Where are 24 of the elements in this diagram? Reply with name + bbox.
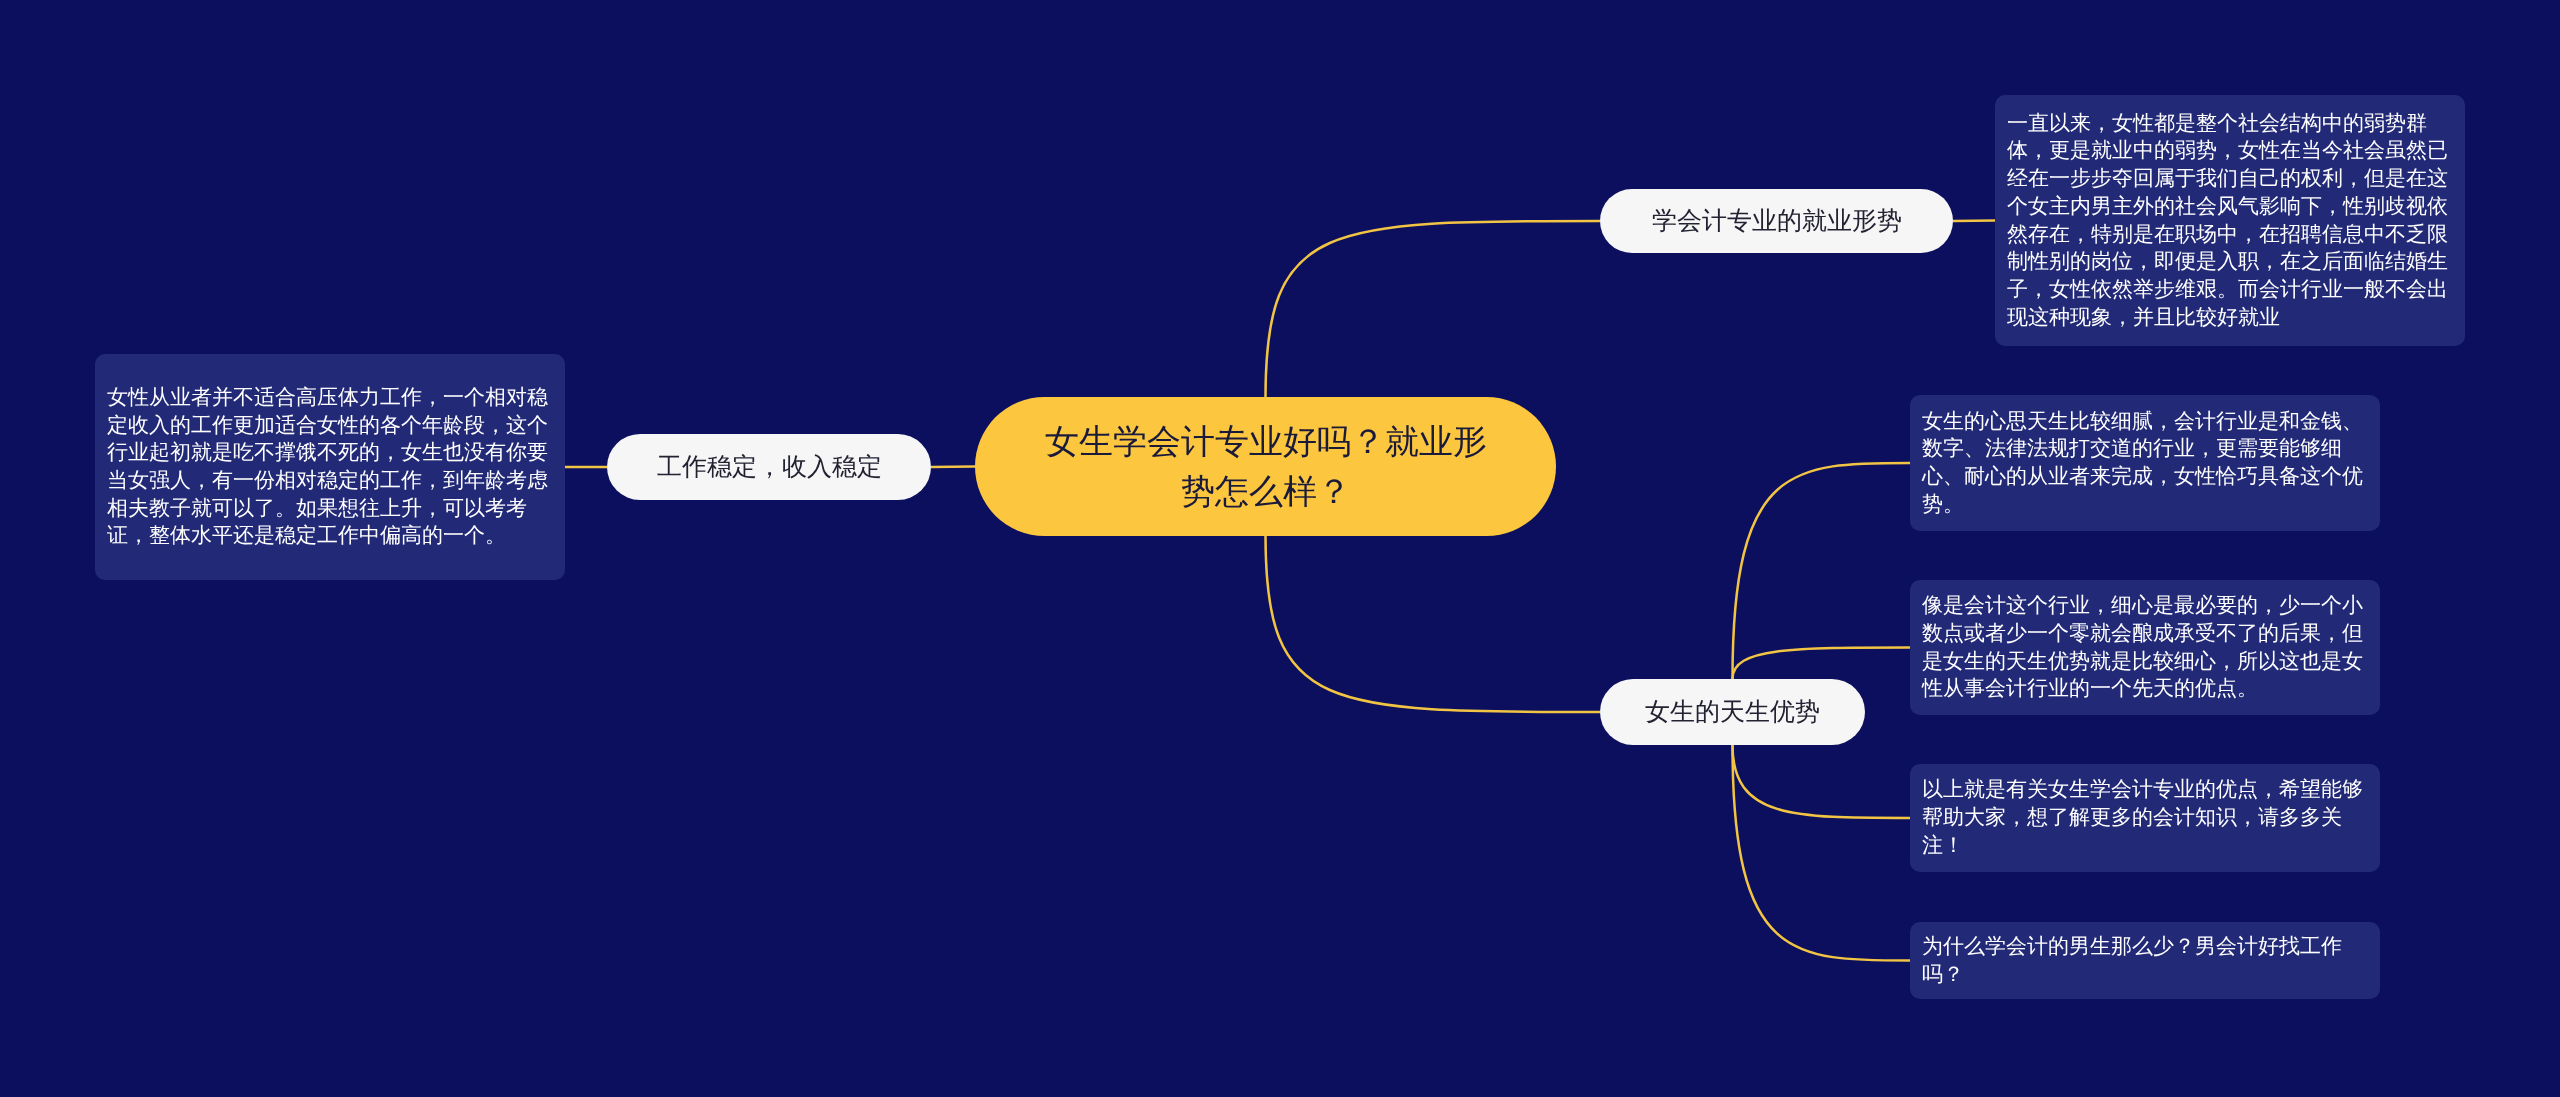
connector-line	[1731, 646, 1910, 680]
connector-line	[1264, 535, 1600, 714]
connector-line	[931, 465, 975, 469]
node-text: 女性从业者并不适合高压体力工作，一个相对稳定收入的工作更加适合女性的各个年龄段，这个行业起初就是吃不撑饿不死的，女生也没有你要当女强人，有一份相对稳定的工作，到年龄考虑相夫教子就可以了。如果想往上升，可以考考证，整体水平还是稳定工作中偏高的一个。	[107, 384, 549, 550]
connector-line	[1264, 219, 1600, 398]
connector-line	[1731, 461, 1910, 680]
node-text: 工作稳定，收入稳定	[655, 451, 883, 484]
connector-line	[1731, 744, 1910, 962]
node-text: 像是会计这个行业，细心是最必要的，少一个小数点或者少一个零就会酿成承受不了的后果，但是女生的天生优势就是比较细心，所以这也是女性从事会计行业的一个先天的优点。	[1922, 592, 2364, 703]
detail-note	[95, 354, 565, 580]
detail-note	[1910, 922, 2380, 999]
node-text: 女生的天生优势	[1644, 696, 1821, 729]
connector-line	[1953, 219, 1995, 223]
node-text: 为什么学会计的男生那么少？男会计好找工作吗？	[1922, 932, 2343, 988]
detail-note	[1910, 580, 2380, 715]
node-text: 女生学会计专业好吗？就业形势怎么样？	[1043, 420, 1488, 513]
detail-note	[1995, 95, 2465, 346]
node-text: 女生的心思天生比较细腻，会计行业是和金钱、数字、法律法规打交道的行业，更需要能够细心、耐心的从业者来完成，女性恰巧具备这个优势。	[1922, 407, 2364, 518]
node-text: 以上就是有关女生学会计专业的优点，希望能够帮助大家，想了解更多的会计知识，请多多关注！	[1922, 776, 2364, 859]
connector-line	[565, 465, 607, 469]
detail-note	[1910, 764, 2380, 872]
node-text: 学会计专业的就业形势	[1650, 205, 1903, 238]
node-text: 一直以来，女性都是整个社会结构中的弱势群体，更是就业中的弱势，女性在当今社会虽然已经在一步步夺回属于我们自己的权利，但是在这个女主内男主外的社会风气影响下，性别歧视依然存在，特别是在职场中，在招聘信息中不乏限制性别的岗位，即便是入职，在之后面临结婚生子，女性依然举步维艰。而会计行业一般不会出现这种现象，并且比较好就业	[2007, 109, 2449, 331]
detail-note	[1910, 395, 2380, 531]
